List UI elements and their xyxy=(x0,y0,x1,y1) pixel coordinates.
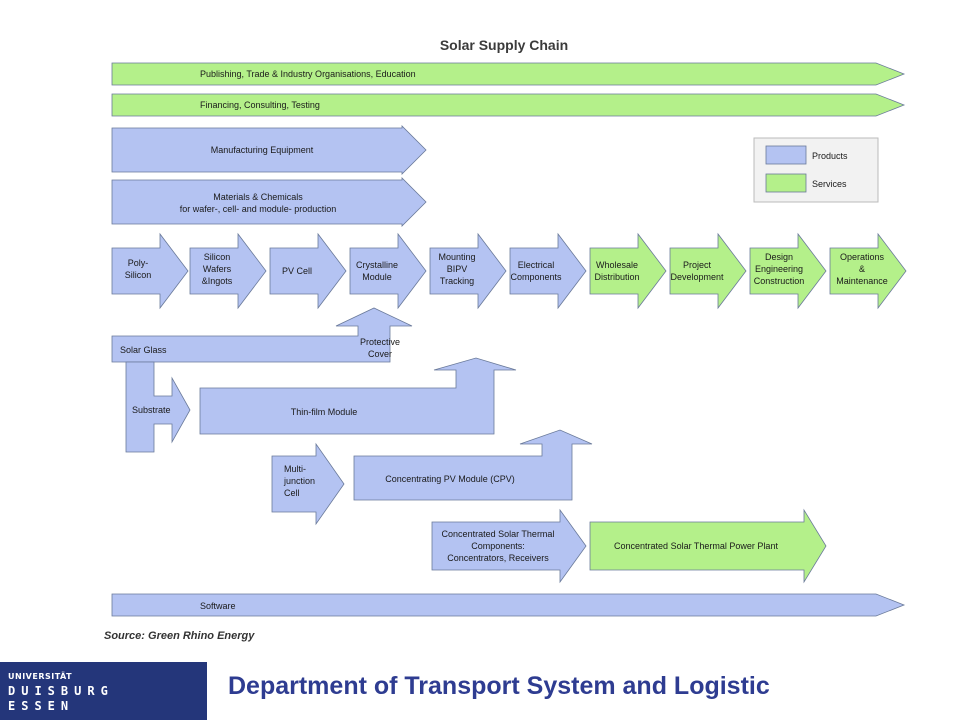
band-materials: Materials & Chemicals for wafer-, cell- … xyxy=(111,177,427,227)
chain-operations-label-2: & xyxy=(859,264,865,274)
branch-solar-glass: Solar Glass Protective Cover xyxy=(111,307,413,363)
band-financing-label: Financing, Consulting, Testing xyxy=(200,100,320,110)
branch-cst-components: Concentrated Solar Thermal Components: C… xyxy=(431,508,587,584)
branch-substrate-label: Substrate xyxy=(132,405,171,415)
legend-services-label: Services xyxy=(812,179,847,189)
branch-multijunction-label-2: junction xyxy=(283,476,315,486)
chain-wafers-label-1: Silicon xyxy=(204,252,231,262)
band-financing: Financing, Consulting, Testing xyxy=(111,93,906,117)
chain-mounting-label-3: Tracking xyxy=(440,276,474,286)
chain-polysilicon-label-1: Poly- xyxy=(128,258,149,268)
band-materials-line2: for wafer-, cell- and module- production xyxy=(180,204,337,214)
chain-mounting-label-1: Mounting xyxy=(438,252,475,262)
chain-pvcell-label: PV Cell xyxy=(282,266,312,276)
branch-cst-label-2: Components: xyxy=(471,541,525,551)
diagram-title: Solar Supply Chain xyxy=(440,37,568,53)
chain-design-label-1: Design xyxy=(765,252,793,262)
chain-mounting-label-2: BIPV xyxy=(447,264,468,274)
branch-thinfilm-label: Thin-film Module xyxy=(291,407,358,417)
university-logo: UNIVERSITÄT DUISBURG ESSEN xyxy=(0,662,207,720)
chain-polysilicon-label-2: Silicon xyxy=(125,270,152,280)
chain-wholesale-label-2: Distribution xyxy=(594,272,639,282)
legend-products-label: Products xyxy=(812,151,848,161)
logo-line-essen: ESSEN xyxy=(8,699,75,713)
band-software-label: Software xyxy=(200,601,236,611)
chain-wafers-label-2: Wafers xyxy=(203,264,232,274)
chain-crystalline-label-2: Module xyxy=(362,272,392,282)
supply-chain-diagram: Solar Supply Chain Publishing, Trade & I… xyxy=(96,28,920,650)
band-software: Software xyxy=(111,593,906,617)
branch-substrate: Substrate xyxy=(125,361,191,453)
band-manufacturing: Manufacturing Equipment xyxy=(111,125,427,175)
branch-cpv-label: Concentrating PV Module (CPV) xyxy=(385,474,515,484)
source-caption: Source: Green Rhino Energy xyxy=(104,630,255,642)
chain-wholesale-label-1: Wholesale xyxy=(596,260,638,270)
branch-multijunction: Multi- junction Cell xyxy=(271,442,345,526)
chain-operations: Operations & Maintenance xyxy=(829,232,907,310)
legend: Products Services xyxy=(753,137,879,203)
chain-electrical-label-1: Electrical xyxy=(518,260,555,270)
branch-cpv: Concentrating PV Module (CPV) xyxy=(353,429,593,501)
band-materials-line1: Materials & Chemicals xyxy=(213,192,303,202)
branch-protective-line1: Protective xyxy=(360,337,400,347)
branch-cst-label-3: Concentrators, Receivers xyxy=(447,553,549,563)
chain-project-label-1: Project xyxy=(683,260,712,270)
chain-design-label-2: Engineering xyxy=(755,264,803,274)
branch-cst-label-1: Concentrated Solar Thermal xyxy=(442,529,555,539)
chain-crystalline-label-1: Crystalline xyxy=(356,260,398,270)
chain-electrical-label-2: Components xyxy=(510,272,562,282)
chain-silicon-wafers: Silicon Wafers &Ingots xyxy=(189,232,267,310)
chain-electrical: Electrical Components xyxy=(509,232,587,310)
chain-design-label-3: Construction xyxy=(754,276,805,286)
logo-line-universitat: UNIVERSITÄT xyxy=(8,672,73,681)
chain-design: Design Engineering Construction xyxy=(749,232,827,310)
branch-cst-plant-label: Concentrated Solar Thermal Power Plant xyxy=(614,541,778,551)
chain-crystalline-module: Crystalline Module xyxy=(349,232,427,310)
chain-project-development: Project Development xyxy=(669,232,747,310)
chain-operations-label-1: Operations xyxy=(840,252,885,262)
legend-products-swatch xyxy=(765,145,807,165)
logo-line-duisburg: DUISBURG xyxy=(8,684,114,698)
chain-pv-cell: PV Cell xyxy=(269,232,347,310)
branch-protective-line2: Cover xyxy=(368,349,392,359)
department-title: Department of Transport System and Logis… xyxy=(228,672,770,700)
branch-cst-plant: Concentrated Solar Thermal Power Plant xyxy=(589,508,827,584)
legend-services-swatch xyxy=(765,173,807,193)
chain-mounting: Mounting BIPV Tracking xyxy=(429,232,507,310)
chain-operations-label-3: Maintenance xyxy=(836,276,888,286)
band-manufacturing-label: Manufacturing Equipment xyxy=(211,145,314,155)
branch-multijunction-label-3: Cell xyxy=(284,488,300,498)
diagram-canvas: Solar Supply Chain Publishing, Trade & I… xyxy=(104,37,907,642)
chain-wholesale: Wholesale Distribution xyxy=(589,232,667,310)
chain-wafers-label-3: &Ingots xyxy=(202,276,233,286)
chain-polysilicon: Poly- Silicon xyxy=(111,232,189,310)
band-publishing-label: Publishing, Trade & Industry Organisatio… xyxy=(200,69,416,79)
chain-project-label-2: Development xyxy=(670,272,724,282)
band-publishing: Publishing, Trade & Industry Organisatio… xyxy=(111,62,906,86)
branch-solar-glass-label: Solar Glass xyxy=(120,345,167,355)
branch-multijunction-label-1: Multi- xyxy=(284,464,306,474)
branch-thinfilm: Thin-film Module xyxy=(199,357,517,435)
